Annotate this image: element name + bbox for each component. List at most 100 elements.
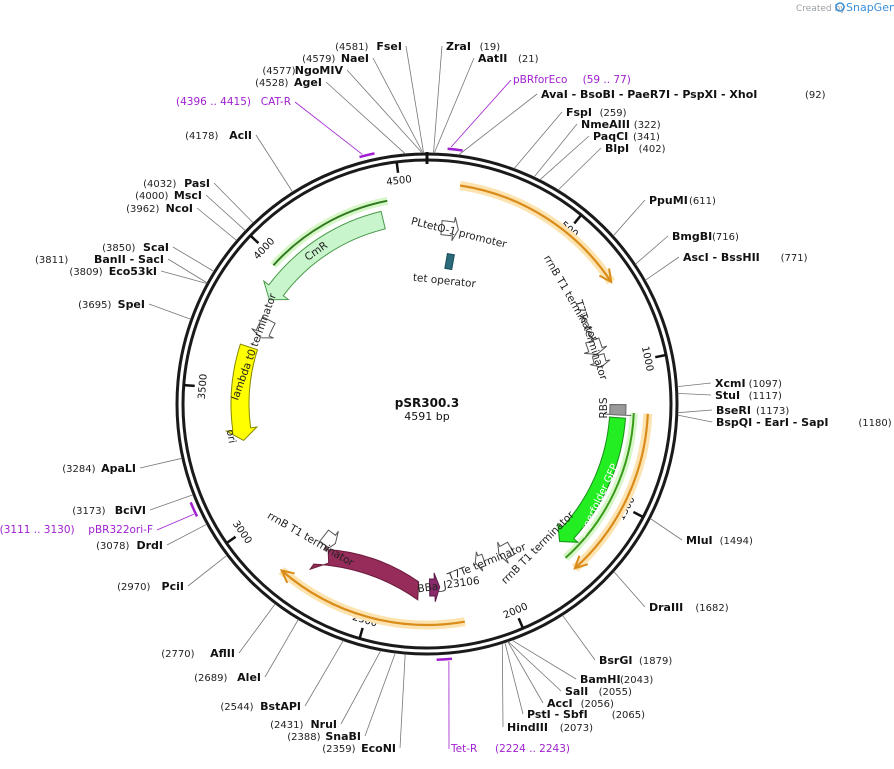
restriction-site-mlui[interactable]: MluI(1494) — [650, 518, 753, 548]
rbs-label: RBS — [598, 397, 610, 418]
site-name: FspI — [566, 106, 592, 119]
tetr-arrow[interactable] — [308, 542, 420, 601]
pltet-promoter-arrow[interactable] — [440, 217, 459, 242]
primer-pbr322ori-f[interactable]: pBR322ori-F(3111 .. 3130) — [0, 501, 199, 536]
restriction-site-stui[interactable]: StuI(1117) — [677, 389, 782, 402]
lambda-t0-terminator-arrow[interactable] — [251, 316, 276, 339]
t7te-terminator-2-arrow[interactable] — [474, 551, 487, 572]
t7te-terminator-1-label: T7Te terminator — [572, 298, 610, 383]
site-position: (1173) — [756, 406, 789, 417]
site-position: (2431) — [270, 720, 303, 731]
restriction-site-sali[interactable]: SalI(2055) — [507, 641, 632, 699]
restriction-site-eco53ki[interactable]: Eco53kI(3809) — [69, 265, 207, 284]
restriction-site-blpi[interactable]: BlpI(402) — [557, 142, 666, 191]
restriction-site-alei[interactable]: AleI(2689) — [194, 619, 299, 685]
restriction-site-psti[interactable]: PstI - SbfI(2065) — [504, 642, 645, 721]
restriction-site-zrai[interactable]: ZraI(19) — [433, 40, 501, 154]
restriction-site-acli[interactable]: AclI(4178) — [185, 129, 293, 193]
restriction-site-spei[interactable]: SpeI(3695) — [78, 298, 191, 320]
site-name: EcoNI — [361, 742, 396, 755]
restriction-site-scai[interactable]: ScaI(3850) — [102, 241, 215, 272]
restriction-site-bstapi[interactable]: BstAPI(2544) — [220, 640, 344, 713]
restriction-site-bamhi[interactable]: BamHI(2043) — [511, 639, 653, 686]
restriction-site-snabi[interactable]: SnaBI(2388) — [287, 652, 396, 743]
restriction-site-aflii[interactable]: AflII(2770) — [161, 603, 276, 660]
site-name: StuI — [715, 389, 740, 402]
restriction-site-msci[interactable]: MscI(4000) — [135, 189, 246, 231]
restriction-site-ngomiv[interactable]: NgoMIV(4577) — [262, 64, 423, 154]
restriction-site-bcivi[interactable]: BciVI(3173) — [72, 494, 194, 517]
site-position: (259) — [600, 108, 627, 119]
restriction-site-hindiii[interactable]: HindIII(2073) — [501, 643, 593, 735]
site-leader-line — [557, 147, 602, 191]
site-name: NaeI — [341, 52, 369, 65]
tick-label: 1000 — [639, 345, 655, 372]
site-name: AscI - BssHII — [683, 251, 760, 264]
orange-arrowhead — [573, 555, 589, 570]
snapgene-logo[interactable]: SnapGene — [835, 1, 894, 14]
restriction-site-asci[interactable]: AscI - BssHII (771) — [645, 251, 808, 281]
primer-pbrforeco[interactable]: pBRforEco(59 .. 77) — [447, 74, 631, 152]
primer-leader-line — [294, 101, 363, 155]
rrnb-t1-terminator-3-arrow[interactable] — [319, 529, 339, 552]
restriction-site-bsrgi[interactable]: BsrGI(1879) — [562, 615, 673, 667]
ori-arrow[interactable] — [224, 343, 259, 442]
orange-arrowhead — [279, 569, 295, 584]
site-name: AgeI — [294, 76, 322, 89]
site-position: (21) — [518, 54, 539, 65]
restriction-site-econi[interactable]: EcoNI(2359) — [322, 654, 406, 755]
cmr-arrow[interactable] — [262, 210, 386, 301]
site-position: (4528) — [255, 78, 288, 89]
site-position: (322) — [634, 120, 661, 131]
restriction-site-nmeaiii[interactable]: NmeAIII(322) — [533, 118, 661, 178]
arc-rrnb-upper[interactable] — [459, 184, 613, 283]
restriction-site-naei[interactable]: NaeI(4579) — [302, 52, 424, 154]
restriction-site-agei[interactable]: AgeI (4528) — [255, 76, 406, 155]
site-position: (3695) — [78, 300, 111, 311]
primer-name: pBR322ori-F — [88, 524, 153, 536]
primer-tet-r[interactable]: Tet-R(2224 .. 2243) — [436, 657, 570, 755]
tet-operator-box[interactable] — [444, 253, 455, 271]
restriction-site-drdi[interactable]: DrdI(3078) — [96, 523, 207, 552]
arc-tetr-outer[interactable] — [280, 569, 465, 627]
site-leader-line — [255, 134, 293, 193]
restriction-site-ava[interactable]: AvaI - BsoBI - PaeR7I - PspXI - XhoI(92) — [458, 88, 826, 156]
bba-arrow[interactable] — [429, 572, 441, 602]
site-position: (3284) — [62, 464, 95, 475]
restriction-site-aatii[interactable]: AatII(21) — [433, 52, 539, 154]
restriction-site-ncoi[interactable]: NcoI(3962) — [126, 202, 237, 241]
primers-layer: pBRforEco(59 .. 77) CAT-R(4396 .. 4415) pB… — [0, 74, 631, 755]
site-name: MscI — [174, 189, 202, 202]
tick-label: 4500 — [386, 174, 413, 188]
site-position: (19) — [480, 42, 501, 53]
rrnb-t1-terminator-1-arrow[interactable] — [583, 337, 608, 355]
restriction-site-fspi[interactable]: FspI (259) — [513, 106, 627, 169]
primer-cat-r[interactable]: CAT-R(4396 .. 4415) — [176, 96, 375, 159]
t7te-terminator-1-arrow[interactable] — [590, 352, 611, 368]
restriction-site-pcii[interactable]: PciI(2970) — [117, 555, 228, 593]
restriction-site-ppumi[interactable]: PpuMI(611) — [613, 194, 716, 237]
restriction-site-bspqi[interactable]: BspQI - EarI - SapI(1180) — [677, 414, 892, 429]
arc-sfgfp-outer[interactable] — [574, 413, 649, 570]
restriction-site-xcmi[interactable]: XcmI(1097) — [677, 377, 782, 390]
site-position: (1180) — [858, 418, 891, 429]
rbs-box[interactable] — [604, 404, 632, 417]
sfgfp-arrow[interactable] — [557, 416, 627, 543]
site-position: (4577) — [262, 66, 295, 77]
restriction-site-paqci[interactable]: PaqCI(341) — [539, 130, 660, 181]
restriction-site-draiii[interactable]: DraIII(1682) — [613, 571, 729, 614]
tick-mark — [632, 510, 644, 519]
restriction-site-pasi[interactable]: PasI(4032) — [143, 177, 254, 224]
rrnb-t1-terminator-2-arrow[interactable] — [497, 541, 516, 564]
restriction-site-nrui[interactable]: NruI(2431) — [270, 650, 382, 731]
site-position: (3809) — [69, 267, 102, 278]
restriction-site-apali[interactable]: ApaLI(3284) — [62, 457, 182, 475]
site-position: (2970) — [117, 582, 150, 593]
site-position: (771) — [781, 253, 808, 264]
pltet-label: PLtetO-1 promoter — [410, 215, 509, 251]
restriction-site-acci[interactable]: AccI(2056) — [507, 641, 614, 710]
restriction-site-bmgbi[interactable]: BmgBI(716) — [635, 230, 739, 265]
restriction-site-ecori-group[interactable]: FseI(4581) — [335, 40, 424, 154]
restriction-site-bseri[interactable]: BseRI(1173) — [677, 404, 789, 417]
restriction-site-banii[interactable]: BanII - SacI(3811) — [35, 253, 208, 284]
